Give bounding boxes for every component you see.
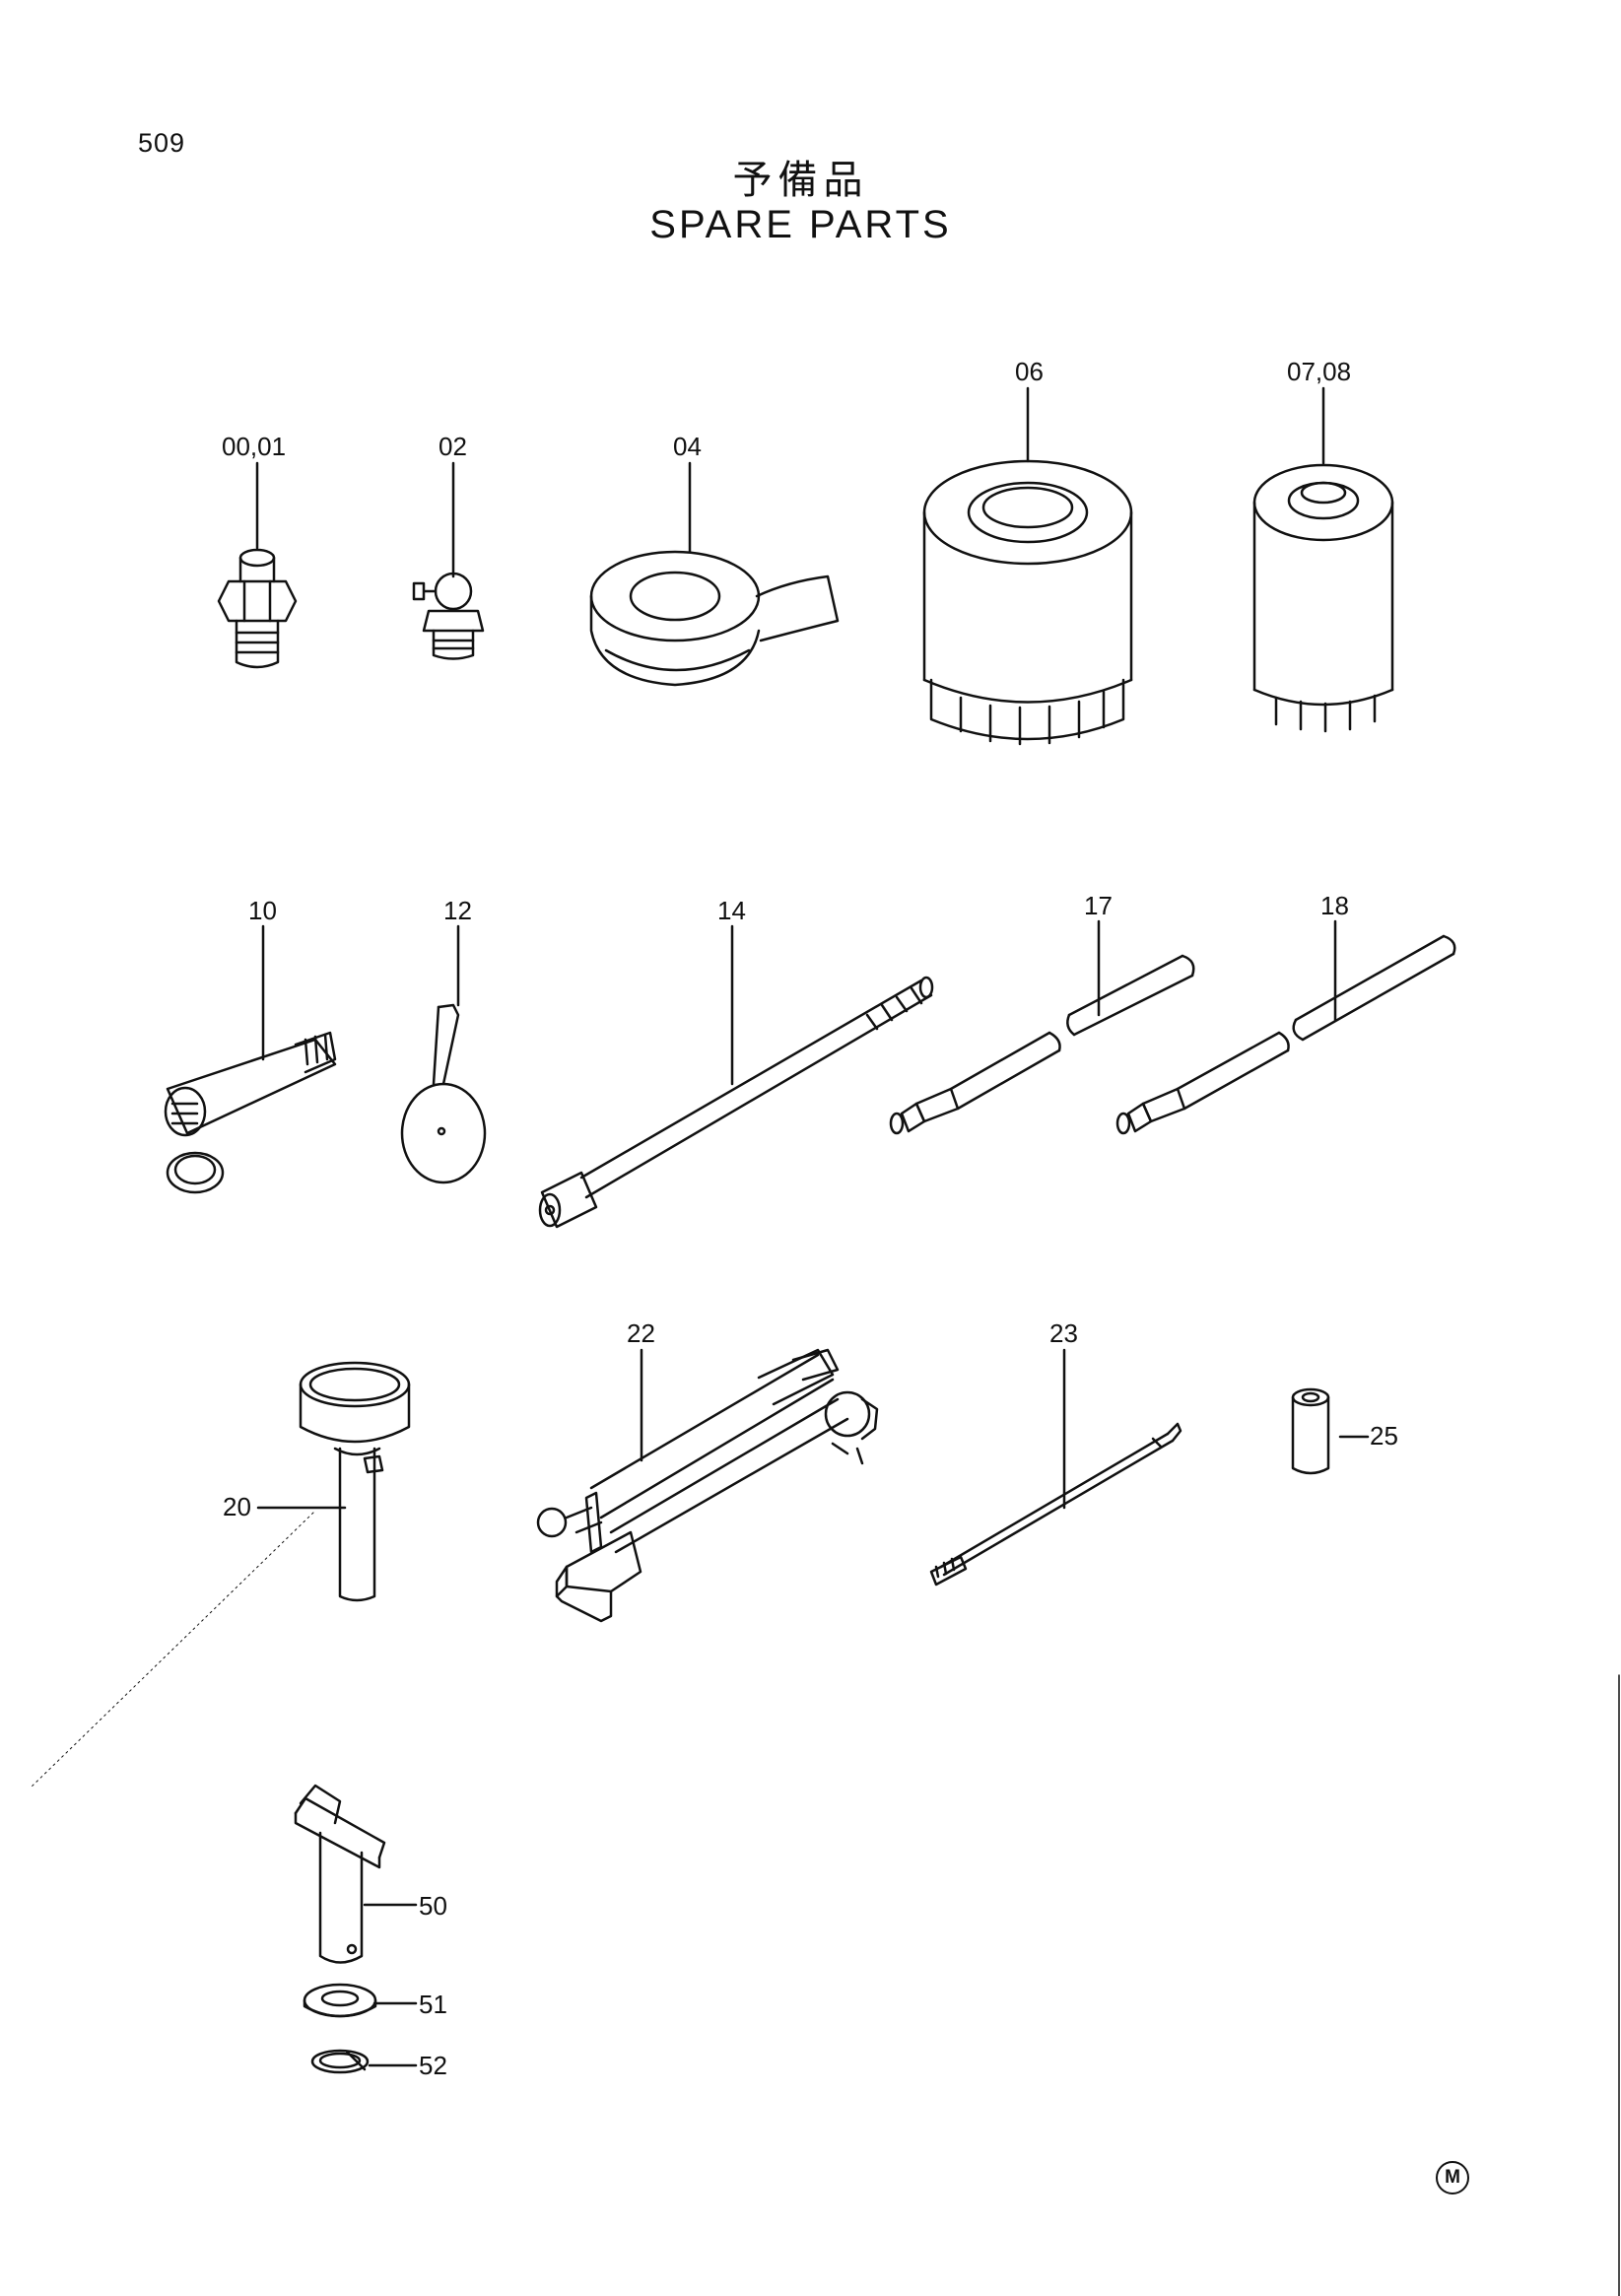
part-label-23: 23 bbox=[1049, 1318, 1078, 1348]
part-50-pin: 50 bbox=[294, 1784, 447, 1964]
part-12-filter-tool: 12 bbox=[400, 896, 487, 1184]
part-label-12: 12 bbox=[443, 896, 472, 925]
part-label-06: 06 bbox=[1015, 357, 1044, 386]
part-label-10: 10 bbox=[248, 896, 277, 925]
part-23-rod: 23 bbox=[929, 1318, 1182, 1587]
part-18-hose: 18 bbox=[1115, 891, 1456, 1135]
part-label-52: 52 bbox=[419, 2051, 447, 2080]
part-00-01-grease-nipple: 00,01 bbox=[217, 432, 298, 669]
part-17-hose: 17 bbox=[889, 891, 1195, 1135]
part-label-14: 14 bbox=[717, 896, 746, 925]
part-label-25: 25 bbox=[1370, 1421, 1398, 1451]
part-label-04: 04 bbox=[673, 432, 702, 461]
m-mark-symbol: M bbox=[1436, 2161, 1469, 2195]
part-label-17: 17 bbox=[1084, 891, 1113, 920]
part-22-hand-pump: 22 bbox=[536, 1318, 879, 1623]
page-title-english: SPARE PARTS bbox=[649, 203, 952, 246]
part-02-grease-nipple-angled: 02 bbox=[412, 432, 485, 660]
part-20-funnel: 20 bbox=[29, 1361, 411, 1790]
part-06-filter-element: 06 bbox=[922, 357, 1133, 746]
part-52-snap-ring: 52 bbox=[310, 2049, 447, 2080]
part-label-18: 18 bbox=[1320, 891, 1349, 920]
part-label-02: 02 bbox=[439, 432, 467, 461]
part-label-51: 51 bbox=[419, 1990, 447, 2019]
part-51-washer: 51 bbox=[303, 1983, 447, 2019]
part-label-00-01: 00,01 bbox=[222, 432, 286, 461]
part-04-seal-tape: 04 bbox=[589, 432, 840, 687]
part-label-20: 20 bbox=[223, 1492, 251, 1521]
part-label-07-08: 07,08 bbox=[1287, 357, 1351, 386]
part-25-bushing: 25 bbox=[1291, 1387, 1398, 1475]
part-label-22: 22 bbox=[627, 1318, 655, 1348]
part-label-50: 50 bbox=[419, 1891, 447, 1921]
page-number: 509 bbox=[138, 128, 186, 158]
part-10-strainer: 10 bbox=[164, 896, 337, 1194]
part-14-long-bolt: 14 bbox=[538, 896, 934, 1229]
part-07-08-filter: 07,08 bbox=[1252, 357, 1394, 733]
page-title-japanese: 予備品 bbox=[732, 158, 869, 203]
